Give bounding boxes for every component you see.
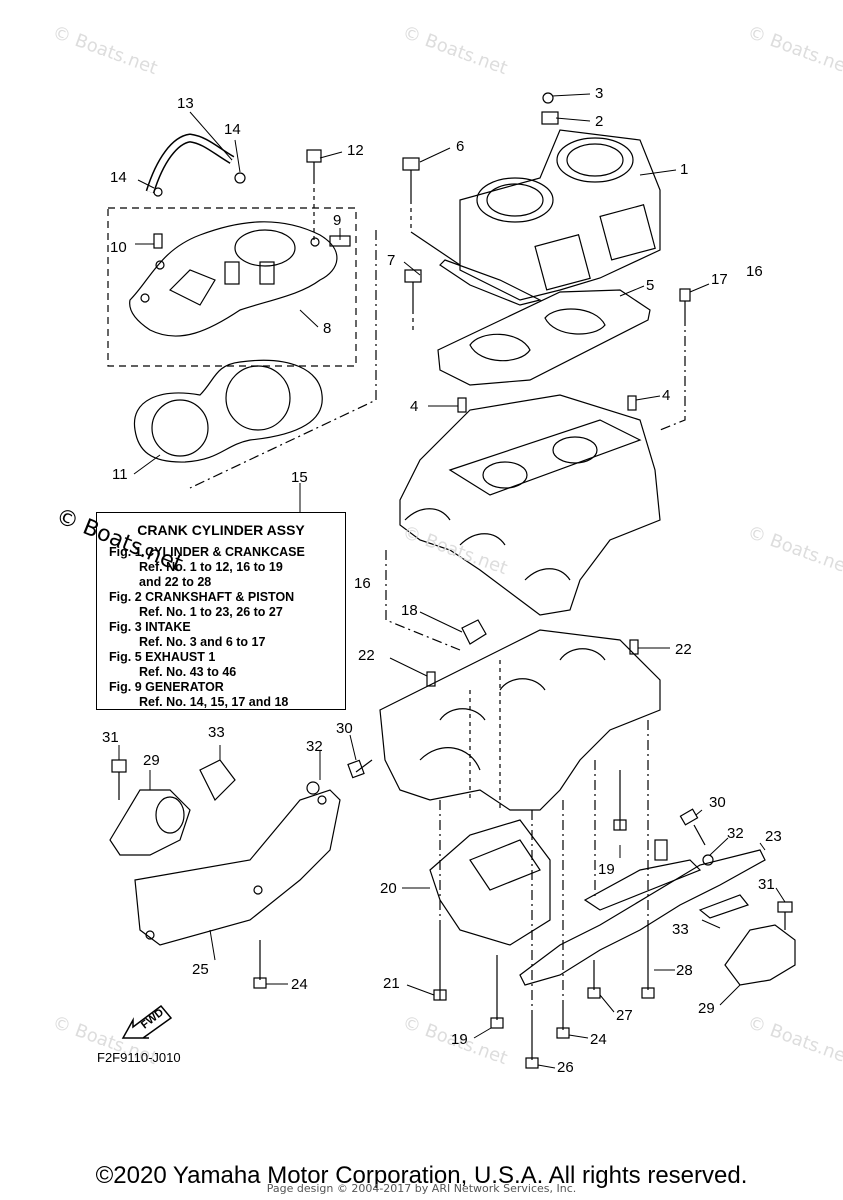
legend-line: Fig. 9 GENERATOR xyxy=(109,680,224,694)
copyright-notice: ©2020 Yamaha Motor Corporation, U.S.A. A… xyxy=(95,1162,748,1189)
bracket-33-right xyxy=(698,894,750,919)
callout-label: 9 xyxy=(333,212,342,229)
damper-29-right xyxy=(724,924,796,986)
callout-label: 13 xyxy=(177,95,194,112)
head-cover-group-box xyxy=(107,207,357,367)
callout-label: 14 xyxy=(224,121,241,138)
cylinder-1 xyxy=(459,129,661,301)
callout-label: 28 xyxy=(676,962,693,979)
callout-label: 2 xyxy=(595,113,604,130)
dowel-4-right xyxy=(627,395,637,411)
callout-label: 15 xyxy=(291,469,308,486)
bolt-17 xyxy=(679,288,691,302)
bracket-33-left xyxy=(199,759,236,802)
legend-line: and 22 to 28 xyxy=(139,575,212,589)
callout-label: 33 xyxy=(208,724,225,741)
callout-label: 22 xyxy=(675,641,692,658)
callout-label: 29 xyxy=(143,752,160,769)
callout-label: 24 xyxy=(590,1031,607,1048)
page-design-notice: Page design © 2004-2017 by ARI Network S… xyxy=(266,1182,577,1195)
legend-line: Ref. No. 1 to 23, 26 to 27 xyxy=(139,605,283,619)
callout-label: 26 xyxy=(557,1059,574,1076)
callout-label: 17 xyxy=(711,271,728,288)
callout-label: 10 xyxy=(110,239,127,256)
washer-32-right xyxy=(702,854,714,866)
bolt-31-left xyxy=(111,759,127,773)
callout-label: 33 xyxy=(672,921,689,938)
legend-title: CRANK CYLINDER ASSY xyxy=(137,522,305,538)
callout-label: 23 xyxy=(765,828,782,845)
washer-32-left xyxy=(306,781,320,795)
legend-line: Fig. 1 CYLINDER & CRANKCASE xyxy=(109,545,305,559)
callout-label: 4 xyxy=(410,398,419,415)
mount-bracket-23 xyxy=(519,849,766,986)
screw-3 xyxy=(542,92,554,104)
bolt-30-right xyxy=(679,808,699,826)
callout-label: 30 xyxy=(336,720,353,737)
callout-label: 31 xyxy=(758,876,775,893)
callout-label: 16 xyxy=(746,263,763,280)
bolt-12 xyxy=(306,149,322,163)
legend-line: Fig. 2 CRANKSHAFT & PISTON xyxy=(109,590,295,604)
callout-label: 18 xyxy=(401,602,418,619)
clip-14 xyxy=(234,172,246,184)
callout-label: 27 xyxy=(616,1007,633,1024)
assembly-legend: CRANK CYLINDER ASSY Fig. 1 CYLINDER & CR… xyxy=(96,512,346,710)
callout-label: 25 xyxy=(192,961,209,978)
legend-line: Fig. 3 INTAKE xyxy=(109,620,191,634)
callout-label: 31 xyxy=(102,729,119,746)
callout-label: 4 xyxy=(662,387,671,404)
gasket-5 xyxy=(437,289,651,386)
callout-label: 16 xyxy=(354,575,371,592)
callout-label: 1 xyxy=(680,161,689,178)
legend-line: Ref. No. 1 to 12, 16 to 19 xyxy=(139,560,283,574)
callout-label: 21 xyxy=(383,975,400,992)
callout-label: 14 xyxy=(110,169,127,186)
mount-bracket-25 xyxy=(134,789,341,946)
legend-line: Ref. No. 14, 15, 17 and 18 xyxy=(139,695,289,709)
callout-label: 7 xyxy=(387,252,396,269)
bolt-31-right xyxy=(777,901,793,913)
bolt-6 xyxy=(402,157,420,171)
callout-label: 3 xyxy=(595,85,604,102)
lower-crankcase xyxy=(379,629,661,811)
legend-line: Fig. 5 EXHAUST 1 xyxy=(109,650,216,664)
bracket-2 xyxy=(541,111,559,125)
callout-label: 11 xyxy=(112,466,128,483)
legend-line: Ref. No. 43 to 46 xyxy=(139,665,237,679)
callout-label: 29 xyxy=(698,1000,715,1017)
pin-10 xyxy=(153,233,163,249)
bearing-18 xyxy=(461,619,487,645)
callout-label: 20 xyxy=(380,880,397,897)
dowel-22-left xyxy=(426,671,436,687)
callout-label: 6 xyxy=(456,138,465,155)
component-20 xyxy=(429,819,551,946)
callout-label: 19 xyxy=(598,861,615,878)
callout-label: 32 xyxy=(306,738,323,755)
diagram-code: F2F9110-J010 xyxy=(97,1050,181,1065)
callout-label: 12 xyxy=(347,142,364,159)
head-cover-8 xyxy=(129,221,338,337)
legend-line: Ref. No. 3 and 6 to 17 xyxy=(139,635,266,649)
bolt-7 xyxy=(404,269,422,283)
callout-label: 30 xyxy=(709,794,726,811)
callout-label: 19 xyxy=(451,1031,468,1048)
clip-14-b xyxy=(153,187,163,197)
bolt-30-left xyxy=(347,759,365,779)
callout-label: 8 xyxy=(323,320,332,337)
upper-crankcase xyxy=(399,394,661,616)
gasket-11 xyxy=(133,359,323,463)
dowel-4-left xyxy=(457,397,467,413)
callout-label: 22 xyxy=(358,647,375,664)
forward-arrow-icon xyxy=(121,1004,173,1039)
callout-label: 24 xyxy=(291,976,308,993)
callout-label: 5 xyxy=(646,277,655,294)
damper-29-left xyxy=(109,789,191,856)
leader-lines xyxy=(118,93,786,1069)
callout-label: 32 xyxy=(727,825,744,842)
